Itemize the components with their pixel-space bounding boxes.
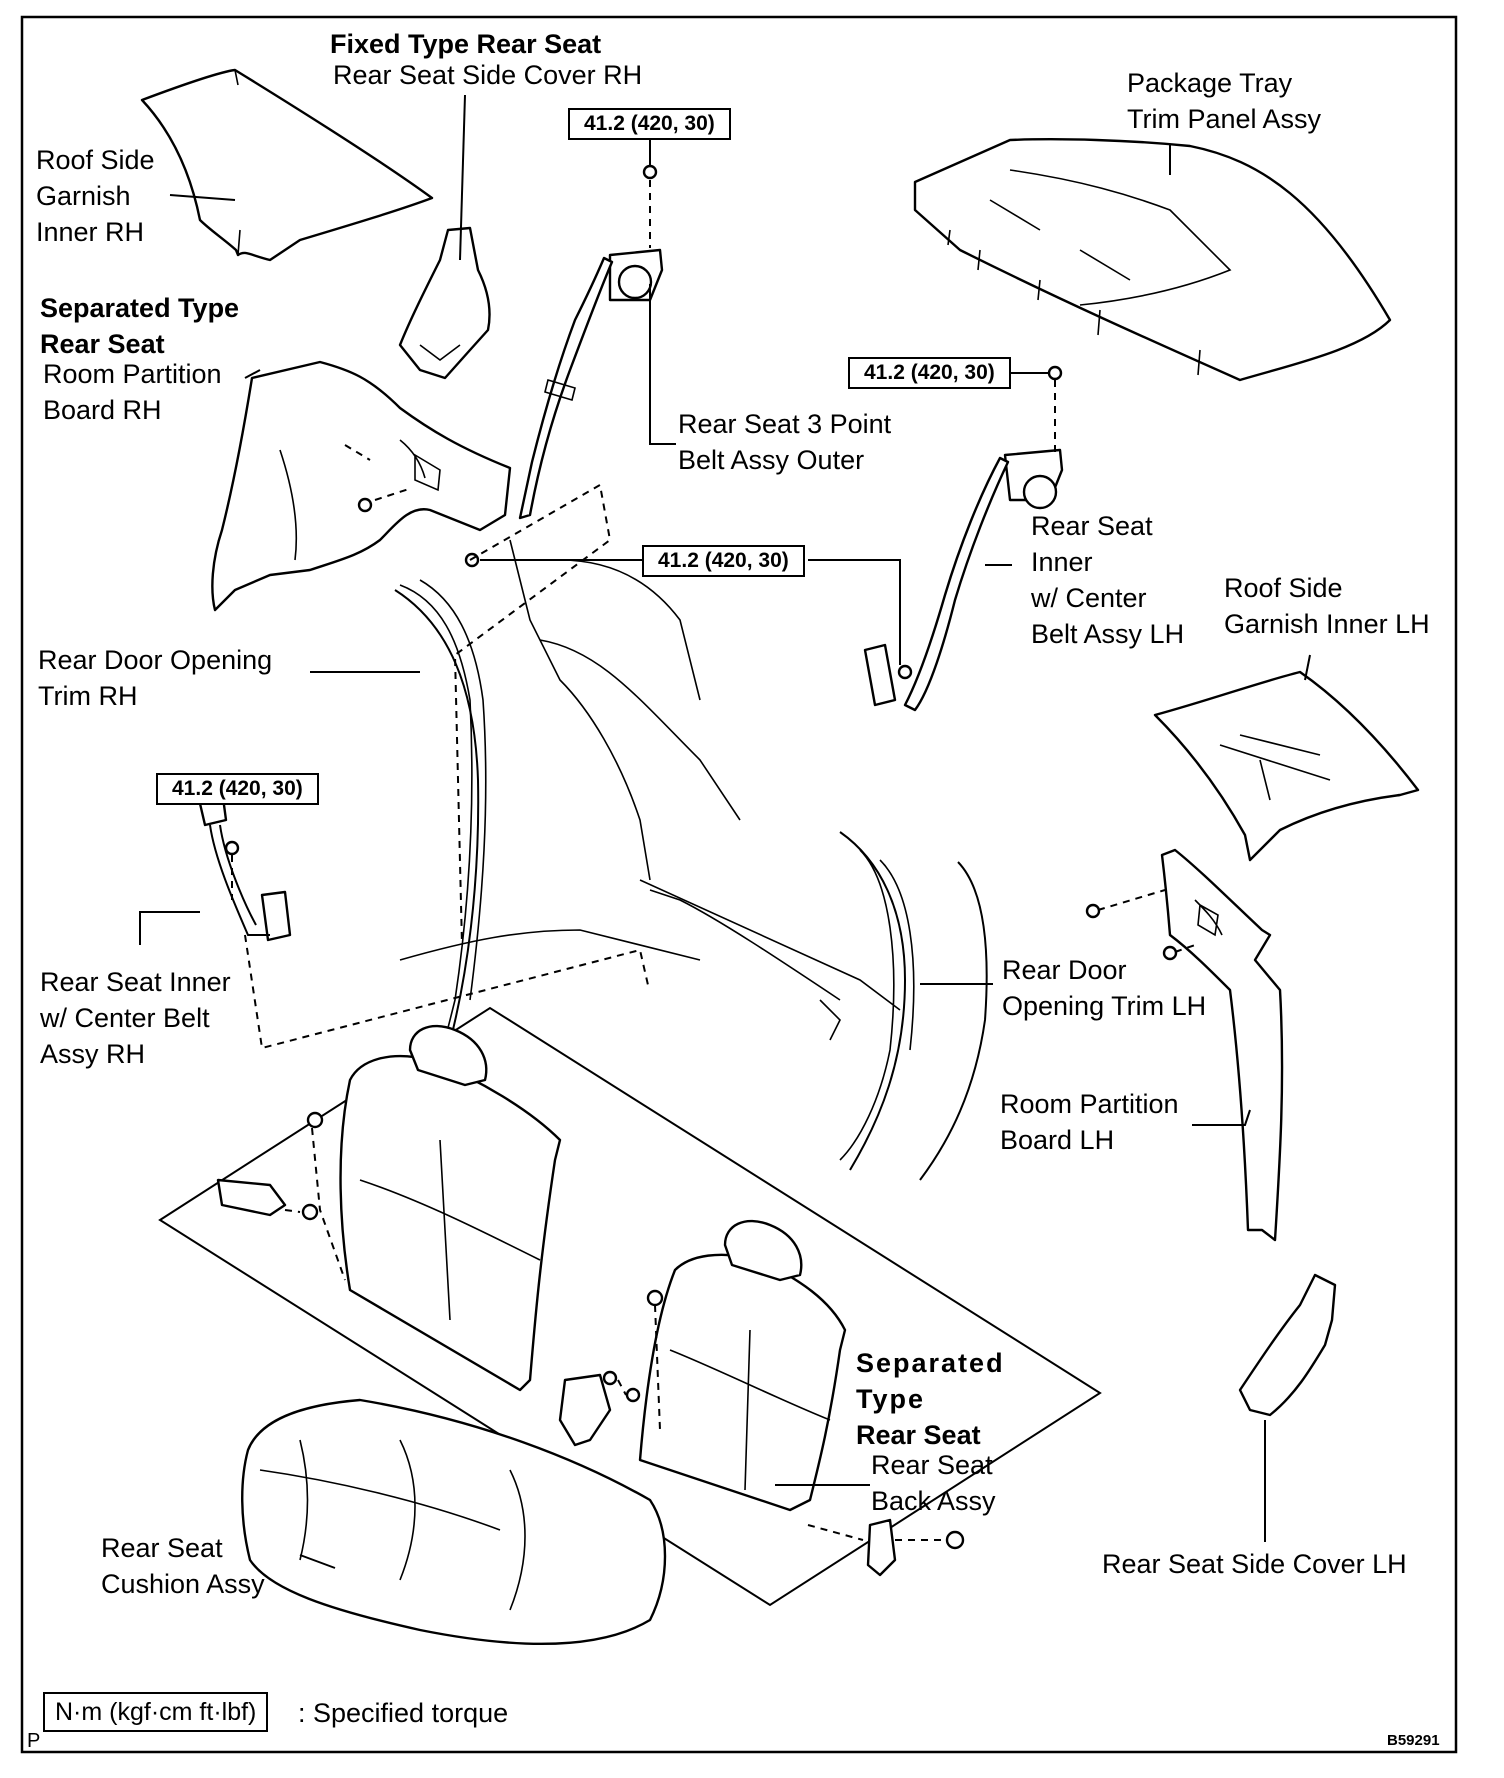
separated-type-rear-seat-heading-top: Separated Type Rear Seat: [40, 290, 239, 362]
label-rear-door-opening-trim-lh: Rear Door Opening Trim LH: [1002, 952, 1206, 1024]
label-rear-seat-inner-center-belt-lh: Rear Seat Inner w/ Center Belt Assy LH: [1031, 508, 1184, 652]
room-partition-board-rh-part: [211, 360, 512, 612]
label-line: Belt Assy LH: [1031, 619, 1185, 649]
label-line: Rear Seat: [871, 1450, 993, 1480]
label-line: Separated Type: [40, 293, 240, 323]
rear-seat-side-cover-rh-part: [398, 226, 491, 380]
fixed-type-rear-seat-heading: Fixed Type Rear Seat: [330, 29, 602, 59]
label-rear-door-opening-trim-rh: Rear Door Opening Trim RH: [38, 642, 272, 714]
label-line: Garnish: [36, 181, 131, 211]
label-rear-seat-3-point-belt-assy-outer: Rear Seat 3 Point Belt Assy Outer: [678, 406, 891, 478]
label-line: Board RH: [43, 395, 162, 425]
legend-unit-box: N·m (kgf·cm ft·lbf): [43, 1692, 269, 1732]
torque-box-inner-belt-rh: 41.2 (420, 30): [156, 773, 319, 805]
label-line: Belt Assy Outer: [678, 445, 865, 475]
label-line: Rear Seat Inner: [40, 967, 231, 997]
label-line: Type: [856, 1384, 926, 1414]
label-line: Trim Panel Assy: [1127, 104, 1322, 134]
label-roof-side-garnish-inner-lh: Roof Side Garnish Inner LH: [1224, 570, 1430, 642]
label-rear-seat-side-cover-rh: Rear Seat Side Cover RH: [333, 60, 643, 90]
roof-side-garnish-inner-rh-part: [140, 68, 434, 262]
label-line: Package Tray: [1127, 68, 1293, 98]
rear-seat-cushion-assy-part: [241, 1398, 667, 1646]
assembly-dashed-lines: [231, 180, 1196, 1541]
label-line: Cushion Assy: [101, 1569, 265, 1599]
label-line: Garnish Inner LH: [1224, 609, 1430, 639]
label-line: Board LH: [1000, 1125, 1115, 1155]
rear-seat-inner-belt-lh-part: [863, 448, 1064, 712]
label-roof-side-garnish-inner-rh: Roof Side Garnish Inner RH: [36, 142, 155, 250]
torque-box-inner-belt-lh-upper: 41.2 (420, 30): [848, 357, 1011, 389]
label-line: Rear Door: [1002, 955, 1127, 985]
rear-seat-back-left-part: [339, 1024, 562, 1392]
label-line: Separated: [856, 1348, 1005, 1378]
torque-box-outer-belt: 41.2 (420, 30): [568, 108, 731, 140]
label-room-partition-board-lh: Room Partition Board LH: [1000, 1086, 1179, 1158]
figure-code: B59291: [1387, 1732, 1440, 1749]
label-line: Roof Side: [36, 145, 155, 175]
label-line: Trim RH: [38, 681, 138, 711]
label-rear-seat-inner-center-belt-rh: Rear Seat Inner w/ Center Belt Assy RH: [40, 964, 231, 1072]
label-line: Rear Seat: [1031, 511, 1153, 541]
label-rear-seat-back-assy: Rear Seat Back Assy: [871, 1447, 996, 1519]
rear-door-opening-trim-lh-part: [839, 831, 988, 1181]
label-line: w/ Center Belt: [40, 1003, 210, 1033]
package-tray-part: [913, 138, 1392, 382]
label-line: Opening Trim LH: [1002, 991, 1207, 1021]
label-rear-seat-side-cover-lh: Rear Seat Side Cover LH: [1102, 1549, 1407, 1579]
torque-box-center-anchor: 41.2 (420, 30): [642, 545, 805, 577]
roof-side-garnish-inner-lh-part: [1153, 670, 1420, 862]
rear-seat-back-assy-part: [638, 1219, 847, 1512]
diagram-border: [20, 15, 1458, 1754]
label-line: Rear Seat 3 Point: [678, 409, 892, 439]
label-line: Roof Side: [1224, 573, 1343, 603]
label-line: Rear Door Opening: [38, 645, 273, 675]
label-line: Rear Seat: [101, 1533, 223, 1563]
rear-seat-3-point-belt-part: [518, 248, 664, 520]
corner-mark: P: [27, 1730, 41, 1752]
fastener-bolts: [224, 164, 1178, 961]
seat-hinge-brackets: [216, 1111, 965, 1577]
label-package-tray-trim-panel-assy: Package Tray Trim Panel Assy: [1127, 65, 1321, 137]
rear-seat-inner-belt-rh-part: [196, 788, 292, 942]
label-room-partition-board-rh: Room Partition Board RH: [43, 356, 222, 428]
rear-seat-side-cover-lh-part: [1238, 1273, 1337, 1417]
room-partition-board-lh-part: [1160, 848, 1284, 1242]
label-line: w/ Center: [1031, 583, 1147, 613]
label-line: Assy RH: [40, 1039, 146, 1069]
label-line: Inner: [1031, 547, 1093, 577]
label-line: Back Assy: [871, 1486, 996, 1516]
label-line: Inner RH: [36, 217, 145, 247]
label-rear-seat-cushion-assy: Rear Seat Cushion Assy: [101, 1530, 265, 1602]
label-line: Room Partition: [1000, 1089, 1179, 1119]
separated-type-rear-seat-heading-bottom: Separated Type Rear Seat: [856, 1345, 1005, 1453]
label-line: Room Partition: [43, 359, 222, 389]
legend-description: : Specified torque: [298, 1698, 509, 1728]
label-line: Rear Seat: [40, 329, 165, 359]
label-line: Rear Seat: [856, 1420, 981, 1450]
